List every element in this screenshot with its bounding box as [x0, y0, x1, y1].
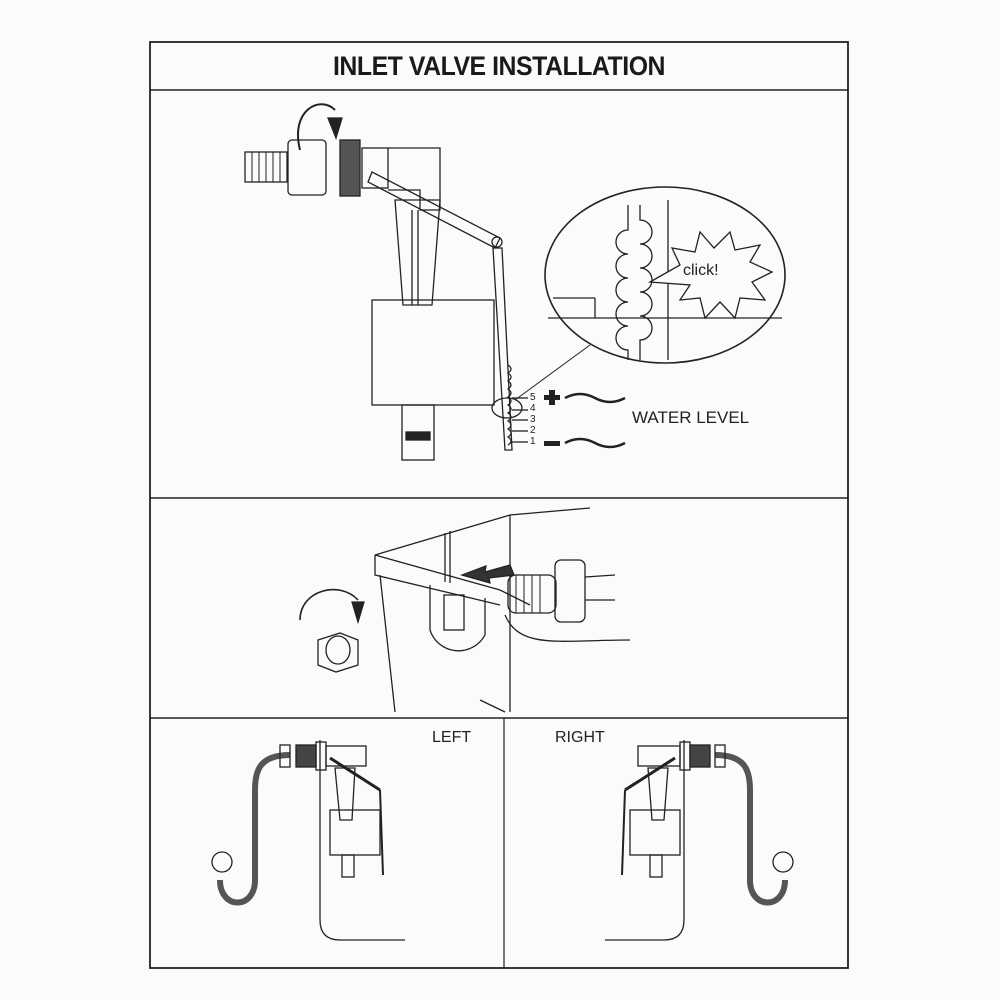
scale-mark: 2	[530, 425, 536, 436]
level-marks	[544, 390, 560, 446]
scale-mark: 3	[530, 414, 536, 425]
scale-mark: 5	[530, 392, 536, 403]
rotate-arrow-icon	[297, 103, 336, 151]
step2-tank-drawing	[299, 507, 631, 713]
step1-valve-drawing	[244, 103, 786, 461]
insert-arrow-icon	[459, 564, 515, 584]
step3-left-drawing	[211, 740, 405, 941]
left-label: LEFT	[432, 729, 472, 746]
step3-right-drawing	[605, 740, 794, 941]
scale-mark: 4	[530, 403, 536, 414]
rotate-arrow-icon	[299, 588, 359, 621]
frame	[149, 41, 849, 969]
click-burst-icon	[647, 230, 774, 320]
scale-mark: 1	[530, 436, 536, 447]
click-callout: click!	[683, 262, 719, 279]
right-label: RIGHT	[555, 729, 605, 746]
water-level-label: WATER LEVEL	[632, 408, 750, 427]
page-title: INLET VALVE INSTALLATION	[332, 50, 666, 81]
